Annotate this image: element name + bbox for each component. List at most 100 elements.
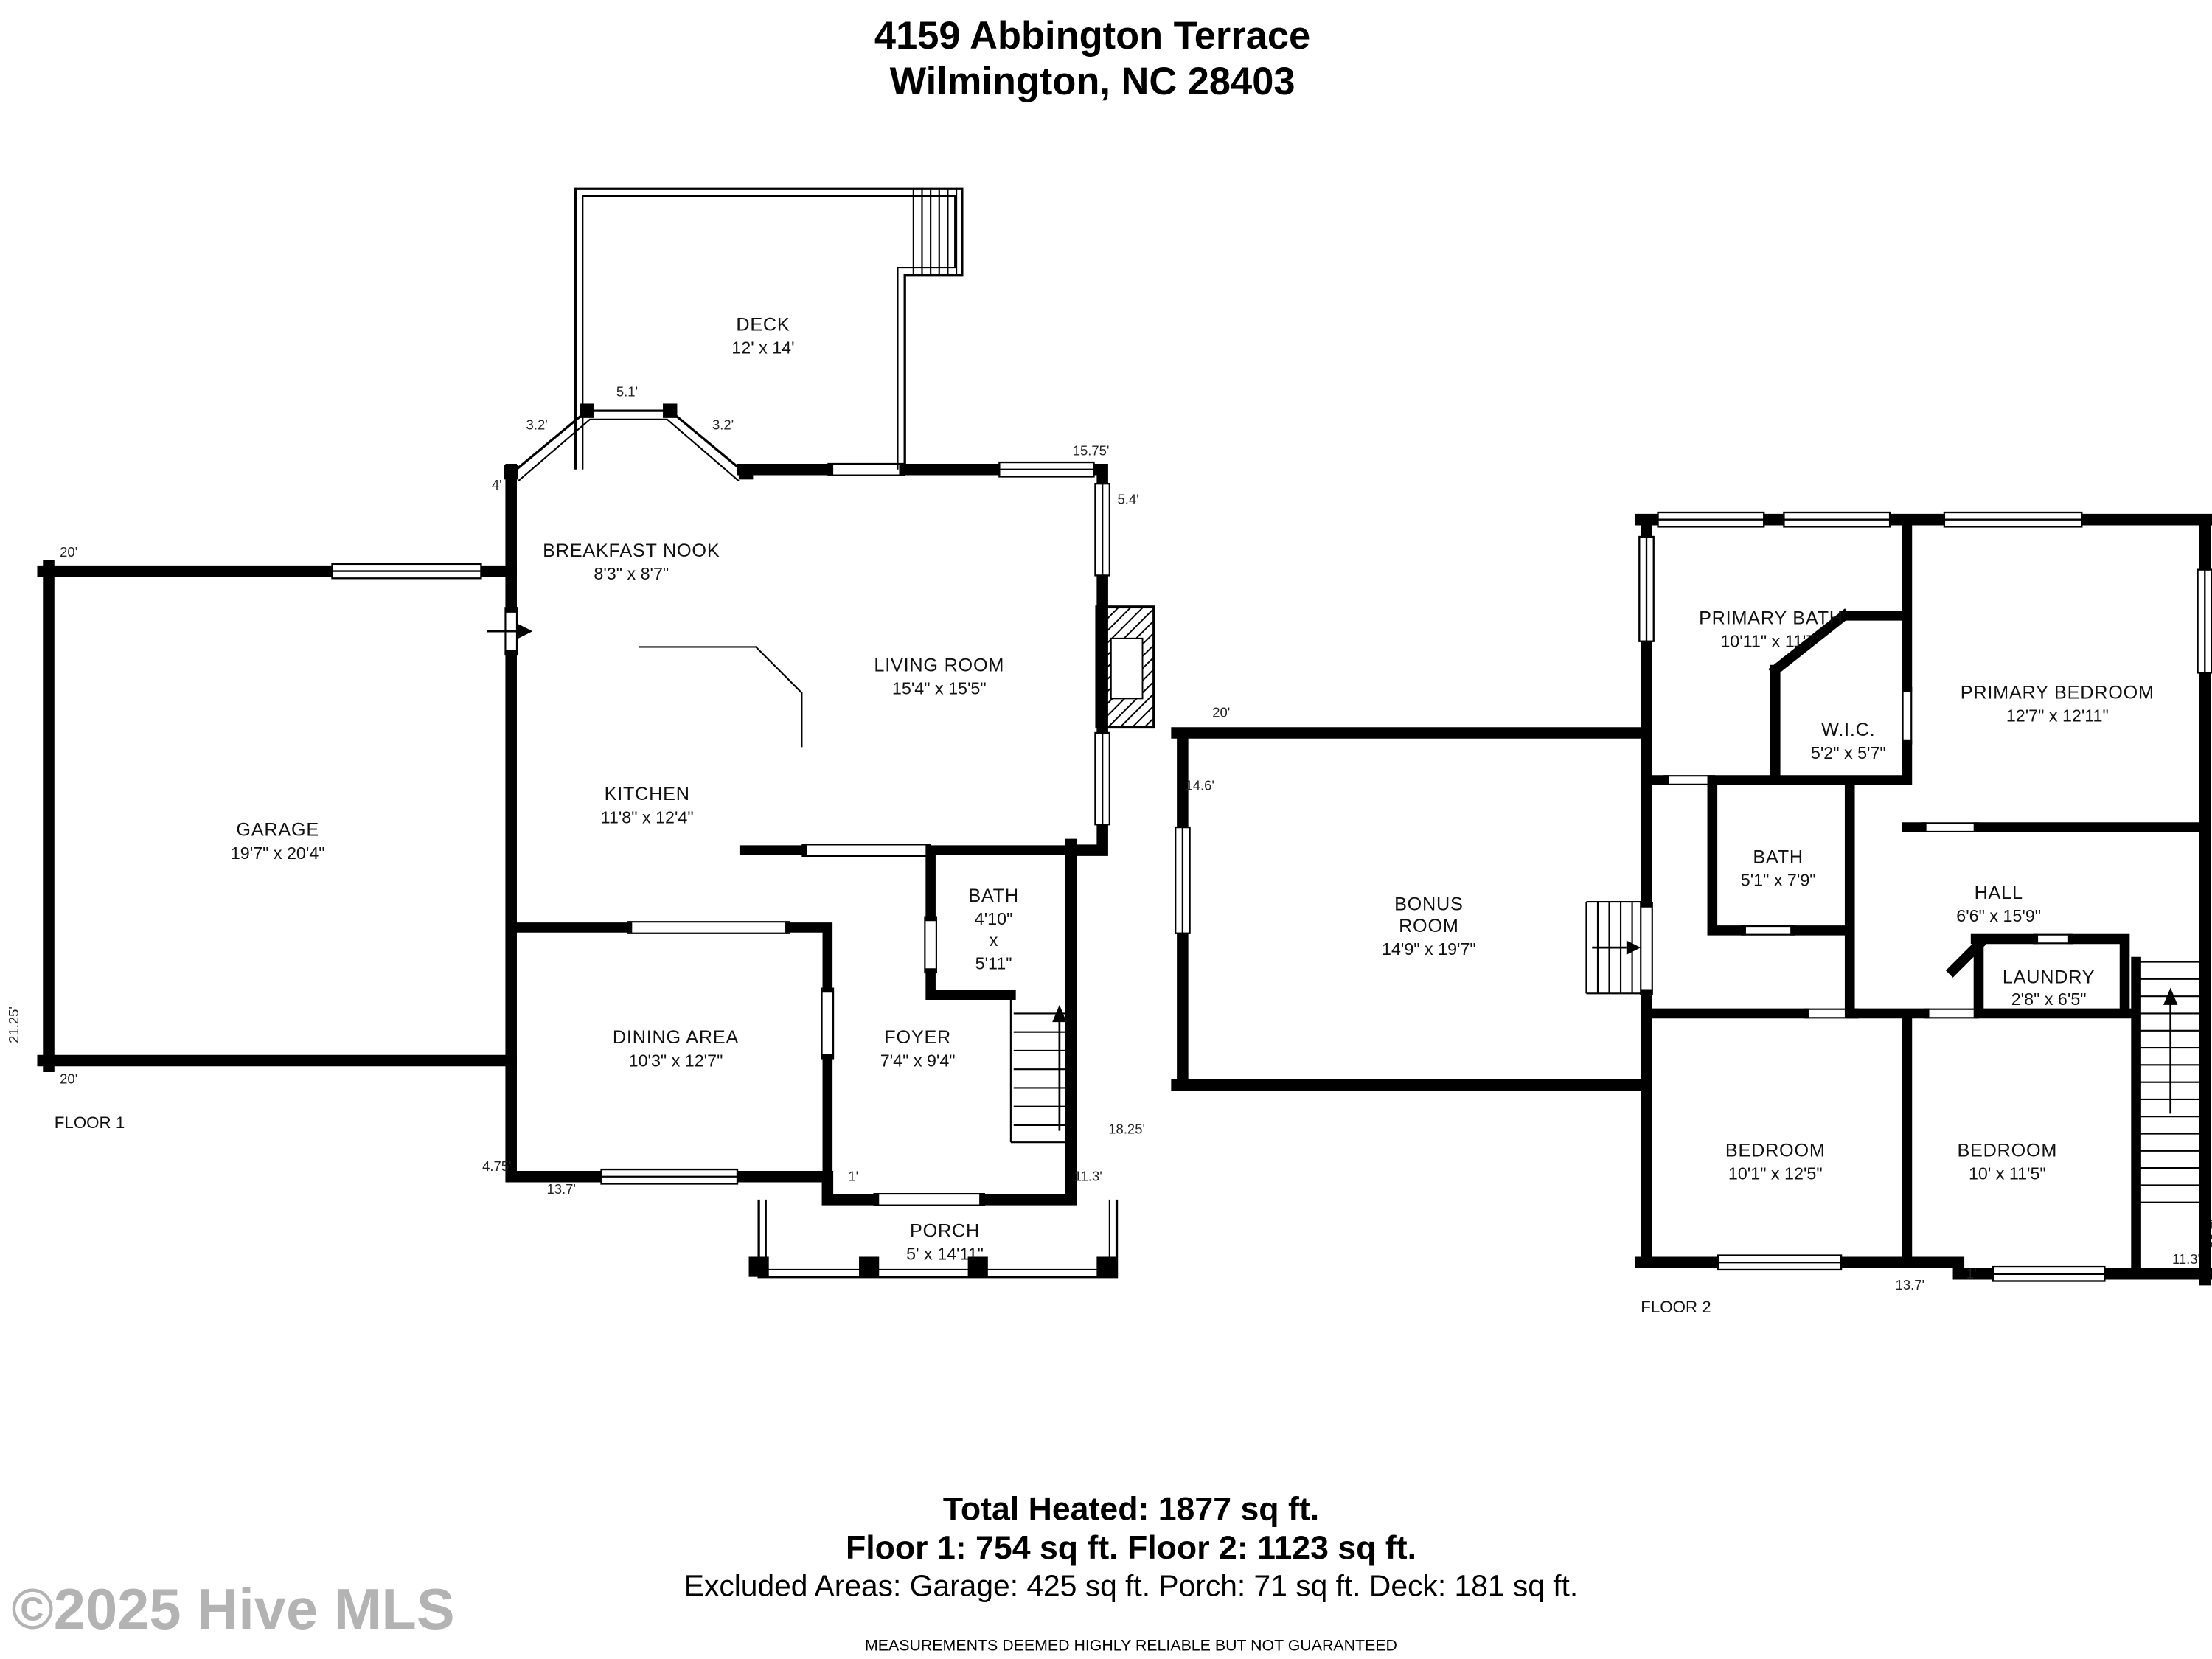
porch-post [1096,1256,1117,1277]
room-dims-laundry: 2'8" x 6'5" [2011,990,2087,1009]
address-line1: 4159 Abbington Terrace [874,15,1310,58]
dim-label: 1' [848,1169,858,1184]
disclaimer-text: MEASUREMENTS DEEMED HIGHLY RELIABLE BUT … [865,1636,1397,1654]
room-label-primary-bedroom: PRIMARY BEDROOM [1961,682,2154,703]
room-dims-dining-area: 10'3" x 12'7" [629,1051,723,1070]
dim-label: 4' [492,477,502,493]
garage-window [331,563,482,580]
dim-label: 3.2' [712,417,734,432]
room-dims-bedroom-left: 10'1" x 12'5" [1728,1164,1823,1183]
deck-door-opening [827,462,905,476]
floor2-plan: PRIMARY BATH 10'11" x 11'7" PRIMARY BEDR… [1171,511,2212,1316]
room-label-bonus-2: ROOM [1399,916,1459,936]
room-dims-bonus: 14'9" x 19'7" [1382,939,1476,959]
room-dims-primary-bedroom: 12'7" x 12'11" [2006,706,2109,725]
room-label-bedroom-right: BEDROOM [1957,1141,2057,1161]
floor1-plan: DECK 12' x 14' BREAKFAST NOOK 8'3" x 8'7… [6,187,1155,1279]
living-room-window-top [998,461,1095,478]
dim-label: 4.75' [482,1158,511,1174]
dim-label: 14.6' [1185,778,1214,793]
floor2-landing-stairs [1585,900,1647,995]
room-dims-bedroom-right: 10' x 11'5" [1969,1164,2046,1183]
room-dims-bath1-x: x [990,931,998,950]
total-heated-text: Total Heated: 1877 sq ft. [943,1492,1319,1528]
dim-label: 1' [1966,1266,1977,1281]
room-dims-bath1-a: 4'10" [975,909,1013,928]
dim-label: 21.25' [6,1006,21,1043]
dining-window [600,1168,739,1185]
porch-post [859,1256,880,1277]
floor2-openings [1640,686,2073,1019]
floor1-label: FLOOR 1 [55,1113,125,1132]
room-dims-hall: 6'6" x 15'9" [1956,906,2041,925]
dim-label: 3.2' [526,417,548,432]
mls-watermark: ©2025 Hive MLS [12,1578,455,1641]
floor1-interior-walls [506,845,1077,1182]
bay-window [504,403,754,482]
room-dims-bath1-b: 5'11" [975,953,1012,973]
dim-label: 11.3' [1074,1169,1102,1184]
living-room-window-right-lower [1094,731,1111,826]
room-dims-breakfast-nook: 8'3" x 8'7" [594,564,669,583]
room-label-hall: HALL [1975,883,2023,903]
address-line2: Wilmington, NC 28403 [890,60,1295,103]
dim-label: 13.7' [546,1181,575,1197]
primary-bath-window-2 [1783,511,1891,528]
room-label-kitchen: KITCHEN [605,784,690,804]
primary-bedroom-window-right [2197,568,2212,674]
bonus-room-walls [1171,727,1652,1091]
room-label-garage: GARAGE [236,820,319,841]
dim-label: 20' [60,544,77,560]
room-label-dining-area: DINING AREA [613,1027,739,1048]
foyer-stairs [1009,995,1071,1144]
room-dims-foyer: 7'4" x 9'4" [880,1051,956,1070]
living-room-window-right-upper [1094,483,1111,577]
primary-bath-window-1 [1657,511,1765,528]
room-dims-porch: 5' x 14'11" [906,1244,984,1263]
dim-label: 15.75' [1073,442,1110,458]
dim-label: 32.7' [2208,1220,2212,1248]
primary-bath-window-left [1638,535,1655,642]
room-label-deck: DECK [736,314,790,335]
room-label-primary-bath: PRIMARY BATH [1699,608,1843,628]
dim-label: 20' [1212,705,1230,720]
floor1-openings [504,607,937,1060]
deck-stairs [912,189,958,275]
deck-outline [574,187,964,476]
porch-post [748,1256,769,1277]
dim-label: 13.7' [1896,1277,1924,1293]
room-label-living-room: LIVING ROOM [874,655,1004,675]
dim-label: 5.4' [1118,491,1139,507]
room-dims-wic: 5'2" x 5'7" [1811,743,1886,762]
room-label-bonus-1: BONUS [1394,894,1464,915]
dim-label: 11.3' [2172,1251,2200,1267]
primary-bedroom-window-top [1943,511,2083,528]
front-door-opening [873,1193,985,1206]
dim-label: 5.1' [616,384,638,400]
floor2-exterior-walls [1635,513,2212,1286]
room-dims-living-room: 15'4" x 15'5" [892,679,987,698]
garage-walls [37,560,517,1073]
header: 4159 Abbington Terrace Wilmington, NC 28… [874,15,1310,103]
room-label-bedroom-left: BEDROOM [1725,1141,1826,1161]
room-dims-deck: 12' x 14' [731,338,794,358]
floor2-label: FLOOR 2 [1641,1298,1711,1316]
floor2-stairs [2136,961,2205,1203]
room-dims-primary-bath: 10'11" x 11'7" [1720,631,1821,650]
bedroom-right-window [1992,1265,2106,1282]
floor-areas-text: Floor 1: 754 sq ft. Floor 2: 1123 sq ft. [846,1530,1416,1566]
floor2-interior-walls [1641,514,2211,1279]
room-label-bath1: BATH [968,886,1019,906]
bonus-room-window [1175,826,1191,934]
dim-label: 20' [60,1071,77,1087]
room-label-laundry: LAUNDRY [2003,967,2096,988]
room-label-porch: PORCH [910,1220,980,1241]
porch-post [967,1256,988,1277]
room-label-foyer: FOYER [884,1027,951,1048]
room-dims-kitchen: 11'8" x 12'4" [601,807,694,827]
footer: Total Heated: 1877 sq ft. Floor 1: 754 s… [12,1492,1579,1655]
room-dims-garage: 19'7" x 20'4" [231,844,325,863]
room-dims-bath2: 5'1" x 7'9" [1741,871,1816,890]
kitchen-counter [639,646,803,748]
